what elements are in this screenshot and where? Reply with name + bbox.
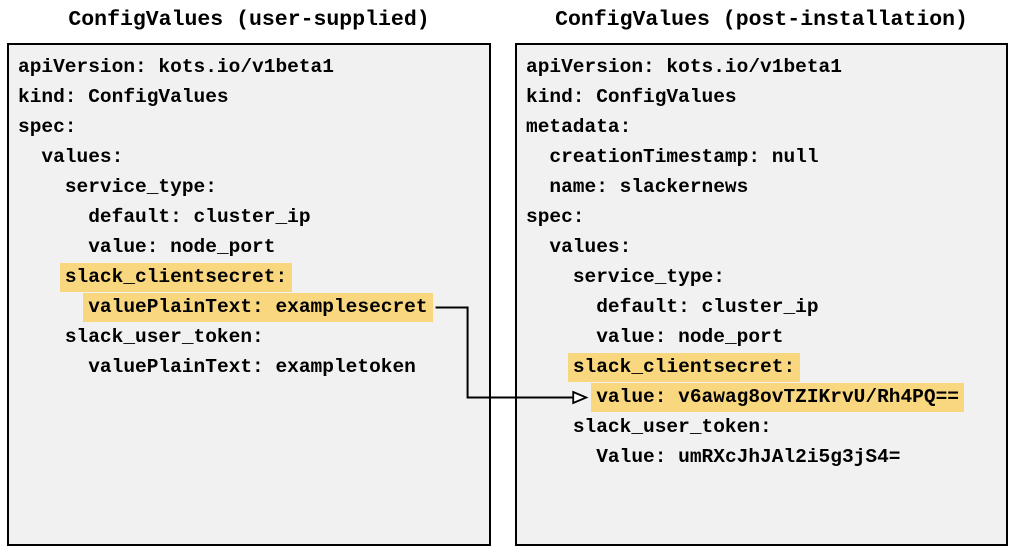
code-text: service_type: [64, 176, 217, 198]
highlighted-code-text: slack_clientsecret: [567, 353, 801, 382]
code-line: kind: ConfigValues [18, 82, 480, 112]
indent [18, 176, 65, 198]
code-text: metadata: [526, 116, 632, 138]
highlighted-code-text: valuePlainText: examplesecret [83, 293, 433, 322]
code-text: creationTimestamp: null [549, 146, 819, 168]
code-line: service_type: [18, 172, 480, 202]
code-line: value: node_port [18, 232, 480, 262]
indent [526, 146, 549, 168]
code-text: values: [549, 236, 632, 258]
code-text: default: cluster_ip [596, 296, 819, 318]
code-text: valuePlainText: exampletoken [88, 356, 416, 378]
code-line: slack_clientsecret: [526, 352, 997, 382]
code-text: slack_user_token: [572, 416, 772, 438]
indent [526, 176, 549, 198]
code-line: creationTimestamp: null [526, 142, 997, 172]
code-line: slack_clientsecret: [18, 262, 480, 292]
indent [526, 446, 596, 468]
code-line: value: node_port [526, 322, 997, 352]
indent [526, 356, 573, 378]
code-line: valuePlainText: exampletoken [18, 352, 480, 382]
post-installation-config-box: apiVersion: kots.io/v1beta1 kind: ConfigV… [515, 43, 1008, 546]
post-installation-yaml: apiVersion: kots.io/v1beta1 kind: ConfigV… [517, 45, 1006, 479]
code-line: slack_user_token: [526, 412, 997, 442]
indent [526, 416, 573, 438]
code-text: Value: umRXcJhJAl2i5g3jS4= [596, 446, 901, 468]
indent [18, 146, 41, 168]
indent [18, 296, 88, 318]
code-line: apiVersion: kots.io/v1beta1 [526, 52, 997, 82]
code-text: value: node_port [88, 236, 276, 258]
code-text: service_type: [572, 266, 725, 288]
code-text: kind: ConfigValues [18, 86, 229, 108]
code-line: name: slackernews [526, 172, 997, 202]
code-line: values: [18, 142, 480, 172]
code-line: default: cluster_ip [526, 292, 997, 322]
code-line: value: v6awag8ovTZIKrvU/Rh4PQ== [526, 382, 997, 412]
indent [18, 326, 65, 348]
code-text: values: [41, 146, 124, 168]
code-text: value: node_port [596, 326, 784, 348]
user-supplied-yaml: apiVersion: kots.io/v1beta1 kind: ConfigV… [9, 45, 489, 389]
indent [526, 326, 596, 348]
left-panel-title: ConfigValues (user-supplied) [68, 8, 430, 32]
code-text: name: slackernews [549, 176, 749, 198]
indent [526, 266, 573, 288]
code-text: kind: ConfigValues [526, 86, 737, 108]
code-text: spec: [526, 206, 585, 228]
code-line: spec: [18, 112, 480, 142]
code-line: valuePlainText: examplesecret [18, 292, 480, 322]
code-line: apiVersion: kots.io/v1beta1 [18, 52, 480, 82]
indent [18, 236, 88, 258]
code-line: spec: [526, 202, 997, 232]
code-line: metadata: [526, 112, 997, 142]
right-panel-title: ConfigValues (post-installation) [555, 8, 968, 32]
indent [18, 206, 88, 228]
code-text: apiVersion: kots.io/v1beta1 [18, 56, 334, 78]
indent [526, 386, 596, 408]
indent [526, 236, 549, 258]
code-text: spec: [18, 116, 77, 138]
code-line: values: [526, 232, 997, 262]
highlighted-code-text: value: v6awag8ovTZIKrvU/Rh4PQ== [591, 383, 964, 412]
highlighted-code-text: slack_clientsecret: [59, 263, 293, 292]
code-text: apiVersion: kots.io/v1beta1 [526, 56, 842, 78]
code-line: service_type: [526, 262, 997, 292]
code-line: kind: ConfigValues [526, 82, 997, 112]
code-line: Value: umRXcJhJAl2i5g3jS4= [526, 442, 997, 472]
code-text: slack_user_token: [64, 326, 264, 348]
code-text: default: cluster_ip [88, 206, 311, 228]
indent [18, 266, 65, 288]
indent [526, 296, 596, 318]
code-line: default: cluster_ip [18, 202, 480, 232]
indent [18, 356, 88, 378]
user-supplied-config-box: apiVersion: kots.io/v1beta1 kind: ConfigV… [7, 43, 491, 546]
code-line: slack_user_token: [18, 322, 480, 352]
